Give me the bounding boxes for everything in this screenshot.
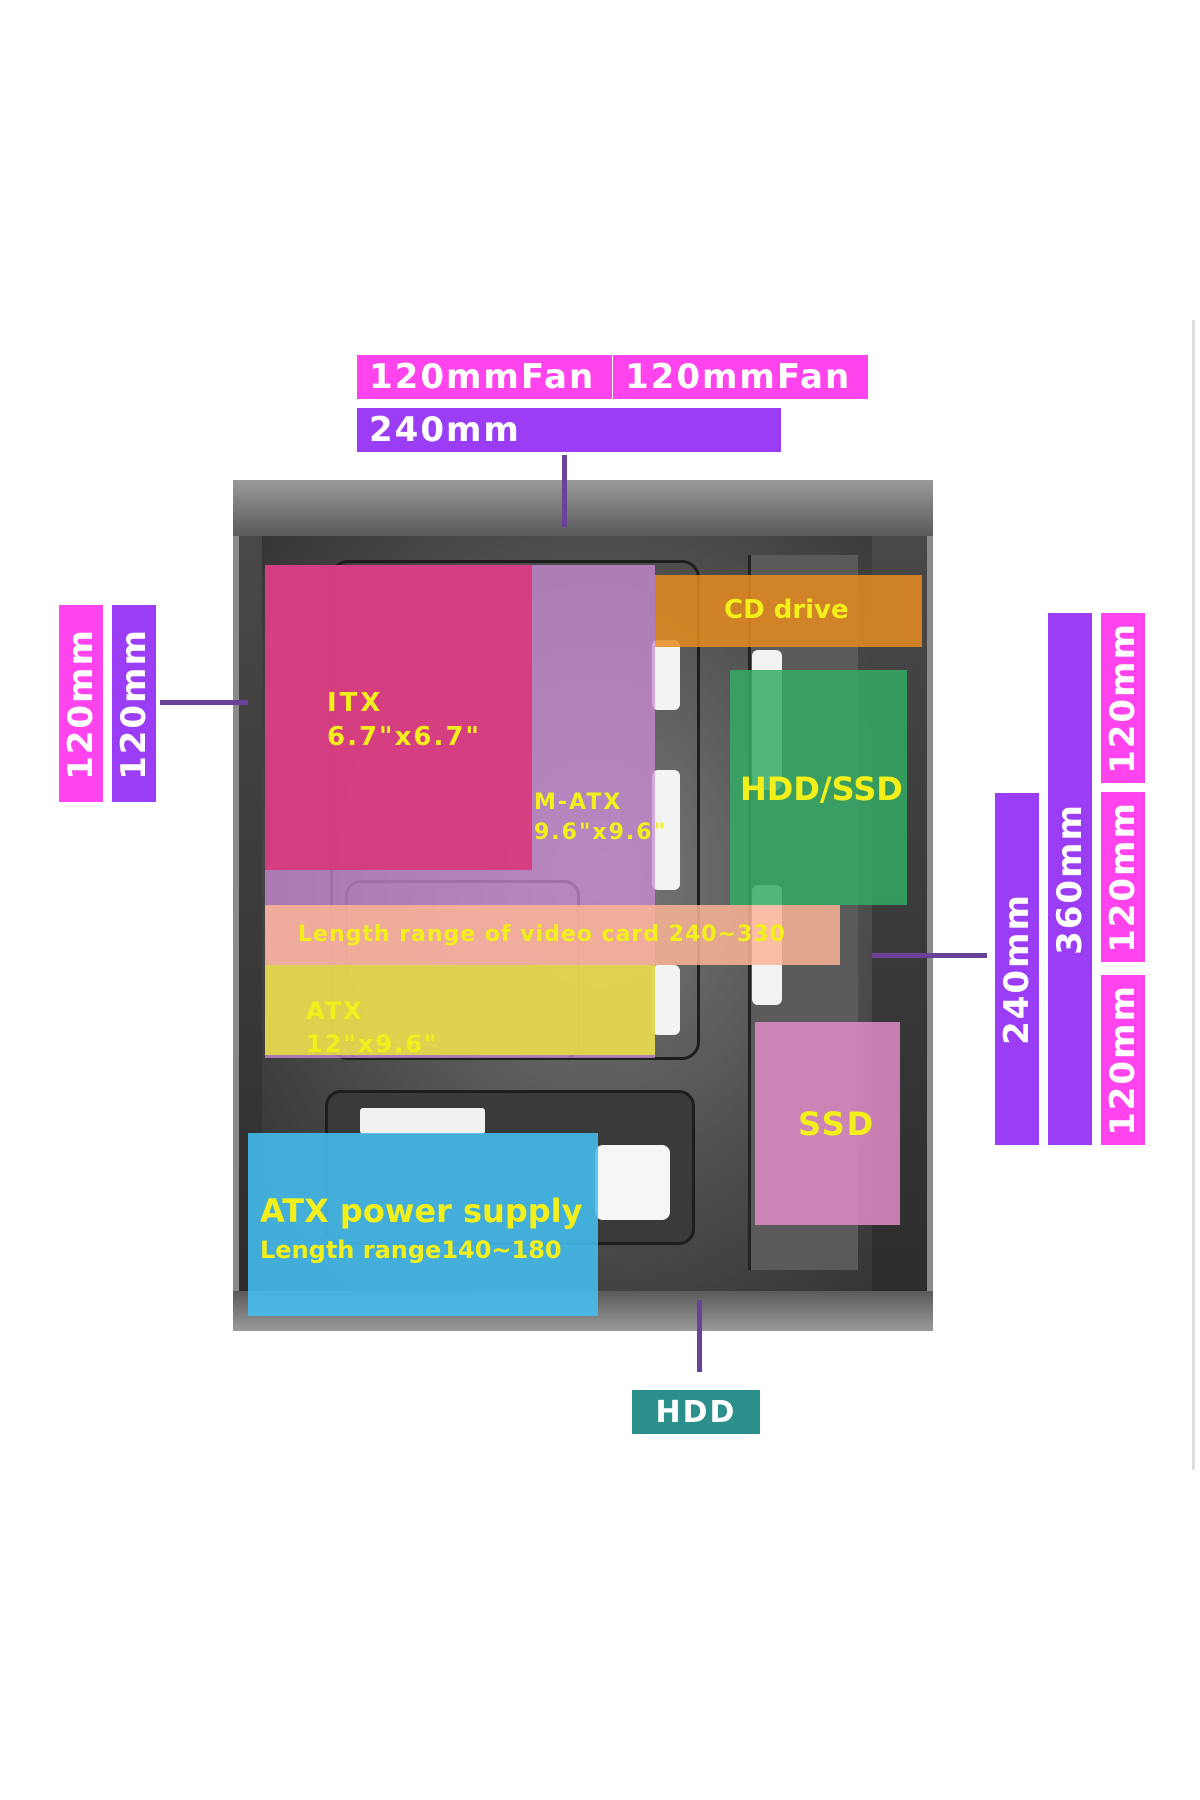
right-fan-bottom-text: 120mm bbox=[1103, 984, 1144, 1136]
right-radiator-240-tag: 240mm bbox=[995, 793, 1039, 1145]
shroud-window bbox=[595, 1145, 670, 1220]
bottom-connector bbox=[697, 1300, 702, 1372]
itx-size-label: 6.7"x6.7" bbox=[327, 722, 481, 752]
itx-label: ITX bbox=[327, 688, 384, 718]
left-connector bbox=[160, 700, 248, 705]
drive-slot-3 bbox=[652, 640, 680, 710]
cd-drive-zone bbox=[655, 575, 922, 647]
video-card-zone bbox=[265, 905, 840, 965]
psu-length-label: Length range140~180 bbox=[260, 1236, 562, 1264]
ssd-label: SSD bbox=[798, 1105, 876, 1143]
left-outer-tag: 120mm bbox=[59, 605, 103, 802]
right-radiator-360-text: 360mm bbox=[1050, 803, 1091, 955]
right-radiator-360-tag: 360mm bbox=[1048, 613, 1092, 1145]
right-fan-mid-text: 120mm bbox=[1103, 801, 1144, 953]
drive-slot-4 bbox=[652, 770, 680, 890]
bottom-hdd-tag: HDD bbox=[632, 1390, 760, 1434]
drive-slot-5 bbox=[652, 965, 680, 1035]
atx-size-label: 12"x9.6" bbox=[306, 1030, 439, 1058]
psu-label: ATX power supply bbox=[260, 1192, 583, 1230]
hdd-ssd-label: HDD/SSD bbox=[740, 770, 903, 808]
psu-zone bbox=[248, 1133, 598, 1316]
atx-label: ATX bbox=[306, 997, 364, 1025]
cd-drive-label: CD drive bbox=[724, 595, 849, 625]
right-fan-mid-tag: 120mm bbox=[1101, 792, 1145, 962]
right-fan-top-tag: 120mm bbox=[1101, 613, 1145, 783]
top-radiator-tag: 240mm bbox=[357, 408, 781, 452]
ssd-zone bbox=[755, 1022, 900, 1225]
itx-zone bbox=[265, 565, 532, 870]
matx-size-label: 9.6"x9.6" bbox=[534, 820, 668, 845]
top-fan-left-tag: 120mmFan bbox=[357, 355, 612, 399]
left-inner-tag: 120mm bbox=[112, 605, 156, 802]
right-connector bbox=[872, 953, 987, 958]
matx-label: M-ATX bbox=[534, 790, 623, 815]
top-fan-right-tag: 120mmFan bbox=[613, 355, 868, 399]
left-inner-text: 120mm bbox=[114, 627, 155, 780]
left-outer-text: 120mm bbox=[61, 627, 102, 780]
atx-zone bbox=[265, 965, 655, 1055]
shroud-cutout bbox=[360, 1108, 485, 1134]
right-fan-bottom-tag: 120mm bbox=[1101, 975, 1145, 1145]
right-fan-top-text: 120mm bbox=[1103, 622, 1144, 774]
case-top-panel bbox=[233, 480, 933, 536]
top-connector bbox=[562, 455, 567, 527]
page-edge-line bbox=[1192, 320, 1195, 1470]
hdd-ssd-zone bbox=[730, 670, 907, 905]
right-radiator-240-text: 240mm bbox=[997, 893, 1038, 1045]
video-card-label: Length range of video card 240~330 bbox=[298, 922, 786, 947]
